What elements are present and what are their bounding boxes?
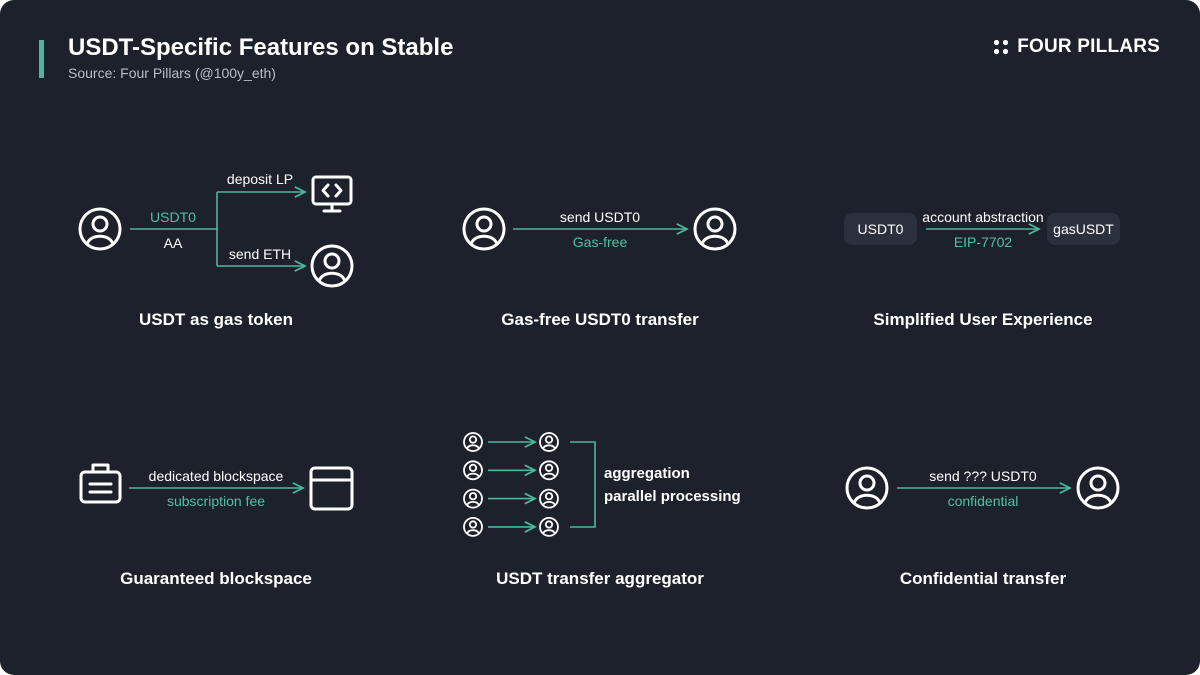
aggregator-row bbox=[463, 432, 559, 452]
pill-gasusdt-label: gasUSDT bbox=[1053, 221, 1114, 237]
label-gas-free: Gas-free bbox=[573, 234, 628, 250]
caption-gas-token: USDT as gas token bbox=[139, 310, 293, 329]
four-dots-logo-icon bbox=[994, 39, 1009, 55]
monitor-code-icon bbox=[311, 175, 353, 213]
aggregator-row bbox=[463, 460, 559, 481]
brand-logo: FOUR PILLARS bbox=[993, 36, 1160, 58]
panel-simplified-ux: USDT0 account abstraction EIP-7702 gasUS… bbox=[844, 209, 1120, 329]
user-icon bbox=[463, 460, 483, 481]
aggregator-rows bbox=[463, 432, 559, 537]
label-send-usdt0-hidden: send ??? USDT0 bbox=[929, 468, 1037, 484]
label-aggregation: aggregation bbox=[604, 465, 690, 482]
user-icon bbox=[539, 432, 559, 452]
brand-name: FOUR PILLARS bbox=[1017, 36, 1160, 57]
label-subscription-fee: subscription fee bbox=[167, 493, 265, 509]
user-icon bbox=[463, 488, 483, 509]
caption-aggregator: USDT transfer aggregator bbox=[496, 569, 704, 588]
page-title: USDT-Specific Features on Stable bbox=[68, 34, 454, 61]
panel-gas-token: USDT0 AA deposit LP send ETH USDT as gas… bbox=[78, 171, 354, 329]
label-dedicated-blockspace: dedicated blockspace bbox=[149, 468, 284, 484]
user-icon bbox=[1076, 466, 1120, 510]
label-eip-7702: EIP-7702 bbox=[954, 234, 1013, 250]
label-parallel-processing: parallel processing bbox=[604, 488, 741, 505]
caption-simplified-ux: Simplified User Experience bbox=[873, 310, 1092, 329]
pill-usdt0-label: USDT0 bbox=[858, 221, 904, 237]
label-aa: AA bbox=[164, 235, 183, 251]
briefcase-icon bbox=[79, 463, 122, 504]
label-send-eth: send ETH bbox=[229, 246, 291, 262]
aggregator-row bbox=[463, 488, 559, 509]
user-icon bbox=[463, 517, 483, 537]
pill-usdt0 bbox=[844, 213, 917, 245]
user-icon bbox=[78, 207, 122, 251]
source-subtitle: Source: Four Pillars (@100y_eth) bbox=[68, 65, 276, 81]
browser-window-icon bbox=[309, 466, 354, 511]
panel-blockspace: dedicated blockspace subscription fee Gu… bbox=[79, 463, 354, 588]
panel-gas-free: send USDT0 Gas-free Gas-free USDT0 trans… bbox=[462, 207, 737, 329]
label-send-usdt0: send USDT0 bbox=[560, 209, 640, 225]
user-icon bbox=[693, 207, 737, 251]
pill-gasusdt bbox=[1047, 213, 1120, 245]
user-icon bbox=[539, 488, 559, 509]
label-usdt0: USDT0 bbox=[150, 209, 196, 225]
panel-confidential: send ??? USDT0 confidential Confidential… bbox=[845, 466, 1120, 588]
caption-blockspace: Guaranteed blockspace bbox=[120, 569, 312, 588]
user-icon bbox=[463, 432, 483, 452]
label-deposit-lp: deposit LP bbox=[227, 171, 293, 187]
user-icon bbox=[462, 207, 506, 251]
aggregation-bracket bbox=[570, 441, 596, 528]
user-icon bbox=[539, 460, 559, 481]
title-accent-bar bbox=[39, 40, 44, 78]
user-icon bbox=[845, 466, 889, 510]
caption-gas-free: Gas-free USDT0 transfer bbox=[501, 310, 699, 329]
panel-aggregator: aggregation parallel processing USDT tra… bbox=[463, 432, 741, 588]
aggregator-row bbox=[463, 517, 559, 537]
caption-confidential: Confidential transfer bbox=[900, 569, 1067, 588]
user-icon bbox=[310, 244, 354, 288]
user-icon bbox=[539, 517, 559, 537]
label-account-abstraction: account abstraction bbox=[922, 209, 1043, 225]
label-confidential: confidential bbox=[948, 493, 1019, 509]
